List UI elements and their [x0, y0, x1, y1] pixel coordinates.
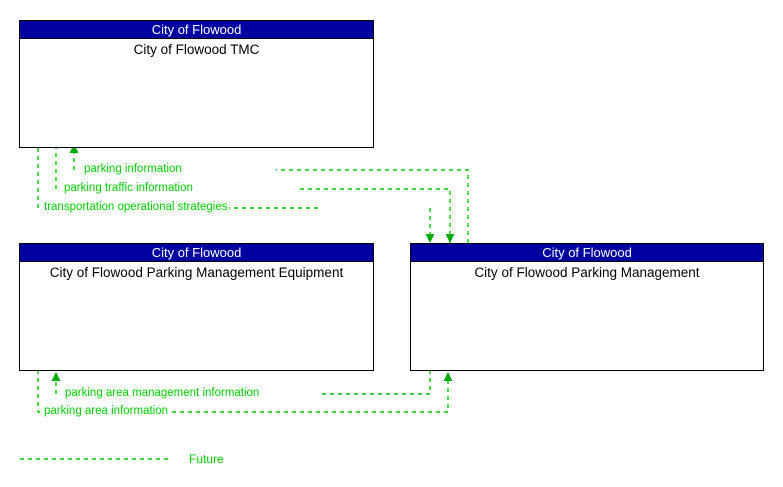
node-name-label: City of Flowood Parking Management Equip…: [49, 265, 344, 280]
arrow-down-icon: [425, 234, 435, 243]
node-name-label: City of Flowood TMC: [133, 42, 260, 57]
connector-arrowhead-right-box-top: [445, 234, 455, 243]
arrow-up-icon: [69, 144, 79, 153]
legend-label-future: Future: [189, 452, 224, 466]
connector-parking-area-information: [37, 370, 453, 413]
node-stakeholder-label: City of Flowood: [20, 244, 373, 262]
node-city-of-flowood-tmc[interactable]: City of Flowood City of Flowood TMC: [19, 20, 374, 148]
connector-parking-traffic-information: [55, 148, 451, 243]
arrow-down-icon: [445, 234, 455, 243]
arrow-up-icon: [443, 372, 453, 381]
node-stakeholder-label: City of Flowood: [411, 244, 763, 262]
connector-parking-area-management-information: [51, 370, 431, 395]
node-city-of-flowood-parking-management-equipment[interactable]: City of Flowood City of Flowood Parking …: [19, 243, 374, 371]
node-stakeholder-label: City of Flowood: [20, 21, 373, 39]
node-city-of-flowood-parking-management[interactable]: City of Flowood City of Flowood Parking …: [410, 243, 764, 371]
flow-label-parking-area-information: parking area information: [42, 405, 171, 418]
connector-parking-information: [69, 144, 469, 243]
arrow-up-icon: [51, 372, 61, 381]
flow-label-parking-traffic-information: parking traffic information: [62, 182, 195, 195]
flow-label-parking-area-management-information: parking area management information: [63, 387, 262, 400]
node-name-label: City of Flowood Parking Management: [474, 265, 700, 280]
flow-label-parking-information: parking information: [82, 163, 184, 176]
flow-label-transportation-operational-strategies: transportation operational strategies: [42, 201, 230, 214]
